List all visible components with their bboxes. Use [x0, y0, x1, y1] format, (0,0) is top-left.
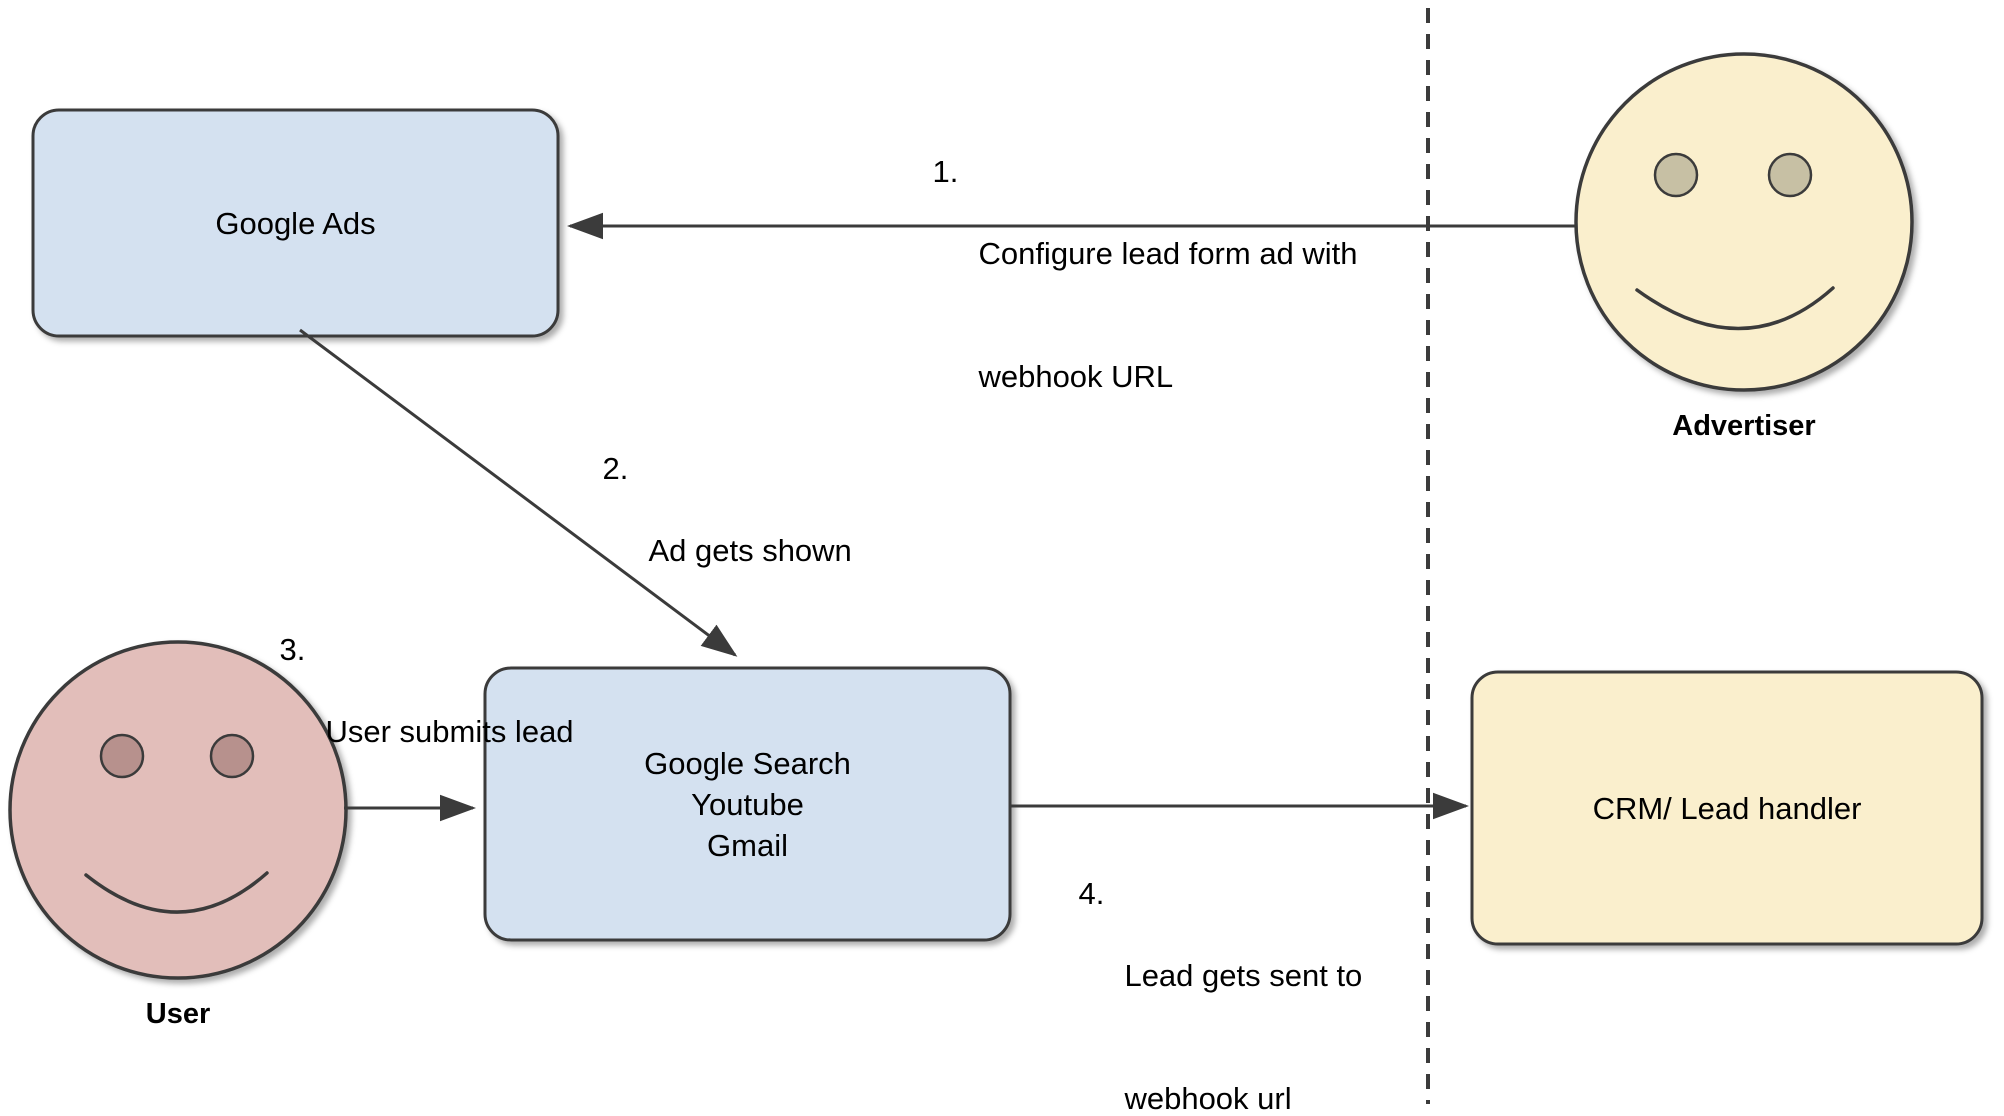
node-crm[interactable]: [1470, 670, 1984, 946]
user-face-circle: [8, 640, 348, 980]
step-1-text-line-1: Configure lead form ad with: [978, 236, 1358, 271]
step-4-number: 4.: [1078, 876, 1105, 911]
user-smile-icon: [84, 871, 269, 914]
step-3-label: 3. User submits lead: [245, 588, 665, 875]
advertiser-face-circle: [1574, 52, 1914, 392]
step-1-text-line-2: webhook URL: [978, 359, 1174, 394]
step-3-number: 3.: [279, 632, 306, 667]
step-1-number: 1.: [932, 154, 959, 189]
step-2-label: 2. Ad gets shown: [568, 407, 988, 694]
node-advertiser[interactable]: [1574, 52, 1914, 392]
crm-box-shape: [1470, 670, 1984, 946]
advertiser-caption: Advertiser: [1672, 410, 1816, 442]
user-right-eye-icon: [209, 733, 255, 779]
advertiser-smile-icon: [1635, 286, 1835, 331]
step-2-text-line-1: Ad gets shown: [648, 533, 852, 568]
step-4-label: 4. Lead gets sent to webhook url: [1044, 832, 1464, 1116]
user-caption: User: [145, 998, 211, 1030]
advertiser-right-eye-icon: [1767, 152, 1813, 198]
user-left-eye-icon: [99, 733, 145, 779]
edge-step-2-arrow: [299, 328, 738, 657]
google-ads-box-shape: [31, 108, 560, 338]
advertiser-left-eye-icon: [1653, 152, 1699, 198]
step-4-text-line-1: Lead gets sent to: [1124, 958, 1363, 993]
step-3-text-line-1: User submits lead: [325, 714, 574, 749]
node-google-ads[interactable]: [31, 108, 560, 338]
step-4-text-line-2: webhook url: [1124, 1081, 1292, 1116]
node-google-properties[interactable]: [483, 666, 1012, 942]
node-user[interactable]: [8, 640, 348, 980]
step-2-number: 2.: [602, 451, 629, 486]
google-properties-box-shape: [483, 666, 1012, 942]
step-1-label: 1. Configure lead form ad with webhook U…: [898, 110, 1418, 520]
